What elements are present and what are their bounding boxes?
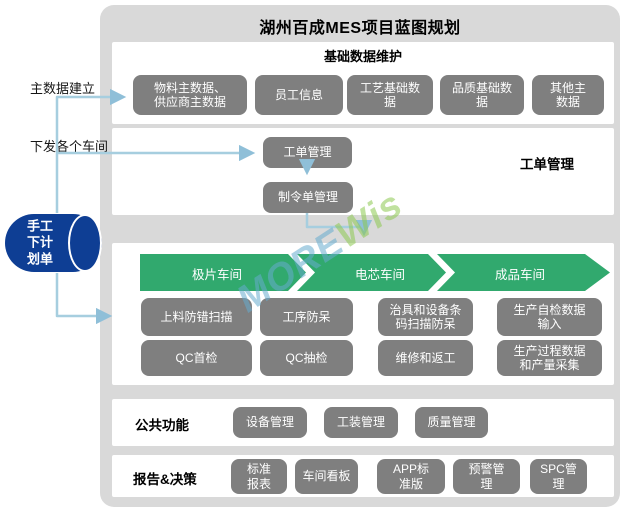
box-work-order-mgmt: 工单管理 <box>263 137 352 168</box>
box-loading-error-scan: 上料防错扫描 <box>141 298 252 336</box>
banner-cell-workshop: 电芯车间 <box>354 268 405 282</box>
box-alert-mgmt: 预警管 理 <box>453 459 520 494</box>
manual-plan-order-cylinder: 手工 下计 划单 <box>5 214 102 272</box>
diagram-title: 湖州百成MES项目蓝图规划 <box>259 20 461 37</box>
box-qc-first-inspection: QC首检 <box>141 340 252 376</box>
section-workshops: 极片车间 电芯车间 成品车间 上料防错扫描 工序防呆 治具和设备条 码扫描防呆 … <box>112 243 614 385</box>
main-panel: 湖州百成MES项目蓝图规划 基础数据维护 物料主数据、 供应商主数据 员工信息 … <box>100 5 620 507</box>
box-repair-rework: 维修和返工 <box>378 340 473 376</box>
box-spc-mgmt: SPC管 理 <box>530 459 587 494</box>
box-qc-sampling-inspection: QC抽检 <box>260 340 353 376</box>
box-self-check-data-input: 生产自检数据 输入 <box>497 298 602 336</box>
box-process-poka-yoke: 工序防呆 <box>260 298 353 336</box>
section-report-decision: 报告&决策 标准 报表 车间看板 APP标 准版 预警管 理 SPC管 理 <box>112 455 614 497</box>
report-decision-label: 报告&决策 <box>133 472 197 487</box>
box-fixture-barcode-scan: 治具和设备条 码扫描防呆 <box>378 298 473 336</box>
section-common-functions: 公共功能 设备管理 工装管理 质量管理 <box>112 399 614 446</box>
box-other-master-data: 其他主 数据 <box>532 75 604 115</box>
box-equipment-mgmt: 设备管理 <box>233 407 307 438</box>
box-standard-reports: 标准 报表 <box>231 459 287 494</box>
box-quality-mgmt: 质量管理 <box>415 407 488 438</box>
box-quality-base-data: 品质基础数 据 <box>440 75 524 115</box>
box-tooling-mgmt: 工装管理 <box>324 407 398 438</box>
box-manufacture-order-mgmt: 制令单管理 <box>263 182 353 213</box>
box-material-master-data: 物料主数据、 供应商主数据 <box>133 75 247 115</box>
section-base-data: 基础数据维护 物料主数据、 供应商主数据 员工信息 工艺基础数 据 品质基础数 … <box>112 42 614 124</box>
workshop-flow-banner <box>140 254 610 291</box>
box-workshop-kanban: 车间看板 <box>295 459 358 494</box>
box-process-data-collection: 生产过程数据 和产量采集 <box>497 340 602 376</box>
work-order-section-label: 工单管理 <box>520 157 574 172</box>
section-work-order: 工单管理 制令单管理 工单管理 <box>112 128 614 215</box>
box-employee-info: 员工信息 <box>255 75 343 115</box>
dispatch-workshops-label: 下发各个车间 <box>30 139 109 154</box>
box-process-base-data: 工艺基础数 据 <box>347 75 433 115</box>
cylinder-end-cap <box>68 214 102 272</box>
banner-finished-workshop: 成品车间 <box>494 268 545 282</box>
base-data-heading: 基础数据维护 <box>323 49 402 64</box>
cylinder-label: 手工 下计 划单 <box>26 218 53 267</box>
box-app-standard: APP标 准版 <box>377 459 445 494</box>
master-data-setup-label: 主数据建立 <box>30 81 96 96</box>
banner-electrode-workshop: 极片车间 <box>191 268 242 282</box>
common-functions-label: 公共功能 <box>135 418 189 433</box>
